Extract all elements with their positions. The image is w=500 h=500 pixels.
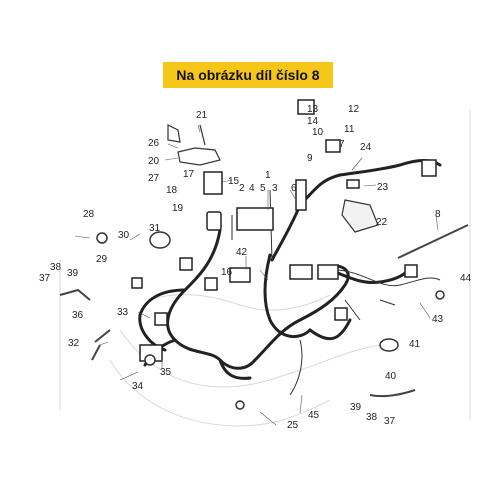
part-label: 32 bbox=[68, 338, 80, 349]
part-label: 24 bbox=[360, 142, 372, 153]
part-label: 34 bbox=[132, 381, 144, 392]
part-label-dup: 38 bbox=[366, 412, 378, 423]
part-label: 41 bbox=[409, 339, 421, 350]
part-label: 30 bbox=[118, 230, 130, 241]
part-label: 45 bbox=[308, 410, 320, 421]
part-label: 3 bbox=[272, 183, 278, 194]
part-label: 21 bbox=[196, 110, 208, 121]
part-label: 6 bbox=[291, 183, 297, 194]
part-label: 35 bbox=[160, 367, 172, 378]
part-label: 16 bbox=[221, 267, 233, 278]
part-label-dup: 37 bbox=[384, 416, 396, 427]
part-label: 43 bbox=[432, 314, 444, 325]
part-label: 13 bbox=[307, 104, 319, 115]
part-label: 8 bbox=[435, 209, 441, 220]
part-label: 42 bbox=[236, 247, 248, 258]
part-label: 12 bbox=[348, 104, 360, 115]
part-label: 5 bbox=[260, 183, 266, 194]
part-label: 23 bbox=[377, 182, 389, 193]
part-label: 36 bbox=[72, 310, 84, 321]
part-label: 2 bbox=[239, 183, 245, 194]
part-label: 19 bbox=[172, 203, 184, 214]
part-label: 27 bbox=[148, 173, 160, 184]
part-number-banner: Na obrázku díl číslo 8 bbox=[163, 62, 333, 88]
part-label: 37 bbox=[39, 273, 51, 284]
part-label: 11 bbox=[344, 124, 355, 135]
frame-outline bbox=[59, 110, 471, 427]
part-label-dup: 39 bbox=[350, 402, 362, 413]
part-label: 17 bbox=[183, 169, 195, 180]
part-label: 29 bbox=[96, 254, 108, 265]
part-label: 20 bbox=[148, 156, 160, 167]
part-label: 4 bbox=[249, 183, 255, 194]
part-label: 14 bbox=[307, 116, 319, 127]
part-label: 9 bbox=[307, 153, 313, 164]
part-label: 10 bbox=[312, 127, 324, 138]
part-label: 33 bbox=[117, 307, 129, 318]
part-label: 25 bbox=[287, 420, 299, 431]
part-label: 38 bbox=[50, 262, 62, 273]
part-label: 7 bbox=[339, 139, 345, 150]
part-label: 1 bbox=[265, 170, 271, 181]
leader-lines bbox=[74, 124, 439, 426]
bracket-parts bbox=[167, 124, 379, 233]
part-label: 31 bbox=[149, 223, 161, 234]
part-label: 22 bbox=[376, 217, 388, 228]
part-label: 26 bbox=[148, 138, 160, 149]
part-label: 44 bbox=[460, 273, 472, 284]
rods bbox=[59, 224, 469, 398]
part-label: 15 bbox=[228, 176, 240, 187]
part-label: 18 bbox=[166, 185, 178, 196]
part-label: 28 bbox=[83, 209, 95, 220]
part-label: 39 bbox=[67, 268, 79, 279]
round-parts bbox=[96, 231, 445, 410]
part-label: 40 bbox=[385, 371, 397, 382]
